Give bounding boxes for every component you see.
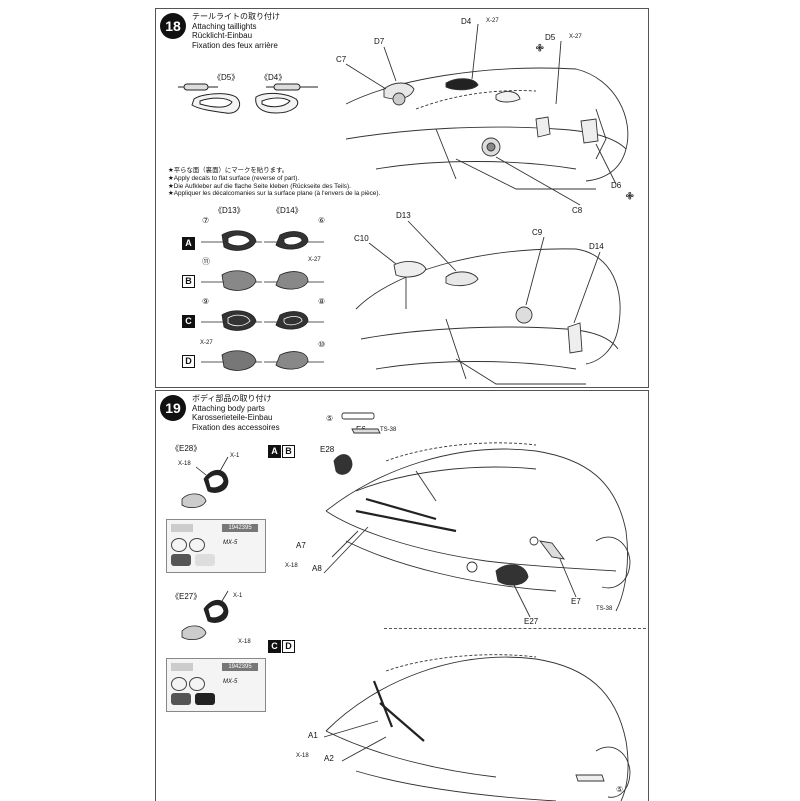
variant-a-badge: A	[182, 237, 195, 250]
title-fr: Fixation des accessoires	[192, 422, 280, 432]
title-en: Attaching body parts	[192, 403, 265, 413]
car-rear-drawing-top: ✣ ✣	[345, 23, 634, 206]
decal-5-label: ⑤	[326, 414, 334, 423]
part-e28-label: E28	[320, 445, 335, 454]
d4-detail-label: 《D4》	[260, 73, 287, 82]
part-d5-label: D5	[545, 33, 556, 42]
step-number: 19	[160, 395, 186, 421]
part-d7-label: D7	[374, 37, 385, 46]
taillight-lens-detail-drawing	[178, 83, 318, 114]
variant-d-badge: D	[282, 640, 295, 653]
title-fr: Fixation des feux arrière	[192, 40, 278, 50]
mirror-detail-drawings	[181, 456, 229, 641]
decal-number-d-right: ⑩	[318, 340, 326, 349]
e28-detail-label: 《E28》	[171, 444, 202, 453]
decal-sheet-cd: 1942395 MX-5	[166, 658, 266, 712]
variant-c-badge: C	[268, 640, 281, 653]
part-e7-label: E7	[571, 597, 581, 606]
part-c8-label: C8	[572, 206, 583, 215]
title-en: Attaching taillights	[192, 21, 257, 31]
paint-x1-label: X-1	[233, 593, 243, 599]
mx5-decal: MX-5	[223, 679, 238, 685]
note-fr: ★Appliquer les décalcomanies sur la surf…	[168, 190, 381, 198]
paint-x18-label: X-18	[285, 563, 298, 569]
d5-detail-label: 《D5》	[213, 73, 240, 82]
title-de: Rücklicht-Einbau	[192, 31, 253, 40]
decal-note: ★平らな面（裏面）にマークを貼ります。 ★Apply decals to fla…	[168, 167, 380, 198]
decal-number-b-right: X-27	[308, 257, 321, 263]
paint-x27-label: X-27	[486, 18, 499, 24]
decal-number-c-left: ⑨	[202, 297, 210, 306]
title-de: Karosserieteile-Einbau	[192, 413, 273, 422]
paint-x27-label: X-27	[569, 34, 582, 40]
part-a1-label: A1	[308, 731, 318, 740]
part-d13-label: D13	[396, 211, 411, 220]
step-number: 18	[160, 13, 186, 39]
d14-variant-label: 《D14》	[272, 206, 303, 215]
part-d4-label: D4	[461, 17, 472, 26]
step-title: テールライトの取り付け Attaching taillights Rücklic…	[192, 12, 280, 50]
step-19-panel: 19 ボディ部品の取り付け Attaching body parts Karos…	[155, 390, 649, 801]
paint-x18-label: X-18	[178, 461, 191, 467]
paint-x18-label: X-18	[296, 753, 309, 759]
decal-number-d-left: X-27	[200, 340, 213, 346]
paint-x1-label: X-1	[230, 453, 240, 459]
variant-a-badge: A	[268, 445, 281, 458]
variant-c-badge: C	[182, 315, 195, 328]
mx5-decal: MX-5	[223, 540, 238, 546]
plate-decal: 1942395	[222, 524, 258, 532]
step-title: ボディ部品の取り付け Attaching body parts Karosser…	[192, 394, 280, 432]
part-c7-label: C7	[336, 55, 347, 64]
paint-ts38-label: TS-38	[596, 606, 613, 612]
note-en: ★Apply decals to flat surface (reverse o…	[168, 174, 300, 182]
decal-5-label: ⑤	[616, 785, 624, 794]
part-c9-label: C9	[532, 228, 543, 237]
part-a2-label: A2	[324, 754, 334, 763]
svg-text:✣: ✣	[536, 43, 544, 53]
part-a7-label: A7	[296, 541, 306, 550]
title-ja: テールライトの取り付け	[192, 12, 280, 21]
title-ja: ボディ部品の取り付け	[192, 394, 272, 403]
plate-decal: 1942395	[222, 663, 258, 671]
decal-sheet-ab: 1942395 MX-5	[166, 519, 266, 573]
decal-number-b-left: ⑪	[202, 257, 210, 266]
paint-x18-label: X-18	[238, 639, 251, 645]
svg-text:✣: ✣	[626, 191, 634, 201]
decal-number-c-right: ⑧	[318, 297, 326, 306]
logo-decal	[189, 538, 205, 552]
d13-variant-label: 《D13》	[214, 206, 245, 215]
part-e27-label: E27	[524, 617, 539, 626]
section-divider	[384, 628, 646, 629]
note-de: ★Die Aufkleber auf die flache Seite kleb…	[168, 182, 351, 190]
variant-b-badge: B	[282, 445, 295, 458]
variant-d-badge: D	[182, 355, 195, 368]
paint-ts38-label: TS-38	[380, 427, 397, 433]
decal-number-a-right: ⑥	[318, 216, 326, 225]
variant-lens-drawings	[201, 230, 324, 371]
logo-decal	[171, 677, 187, 691]
part-c10-label: C10	[354, 234, 369, 243]
car-front-drawings	[323, 412, 631, 801]
logo-decal	[189, 677, 205, 691]
e27-detail-label: 《E27》	[171, 592, 202, 601]
part-d14-label: D14	[589, 242, 604, 251]
part-a8-label: A8	[312, 564, 322, 573]
step-18-panel: 18 テールライトの取り付け Attaching taillights Rück…	[155, 8, 649, 388]
note-ja: ★平らな面（裏面）にマークを貼ります。	[168, 167, 289, 174]
logo-decal	[171, 538, 187, 552]
decal-number-a-left: ⑦	[202, 216, 210, 225]
variant-b-badge: B	[182, 275, 195, 288]
car-rear-drawing-bottom	[355, 220, 621, 385]
part-d6-label: D6	[611, 181, 622, 190]
